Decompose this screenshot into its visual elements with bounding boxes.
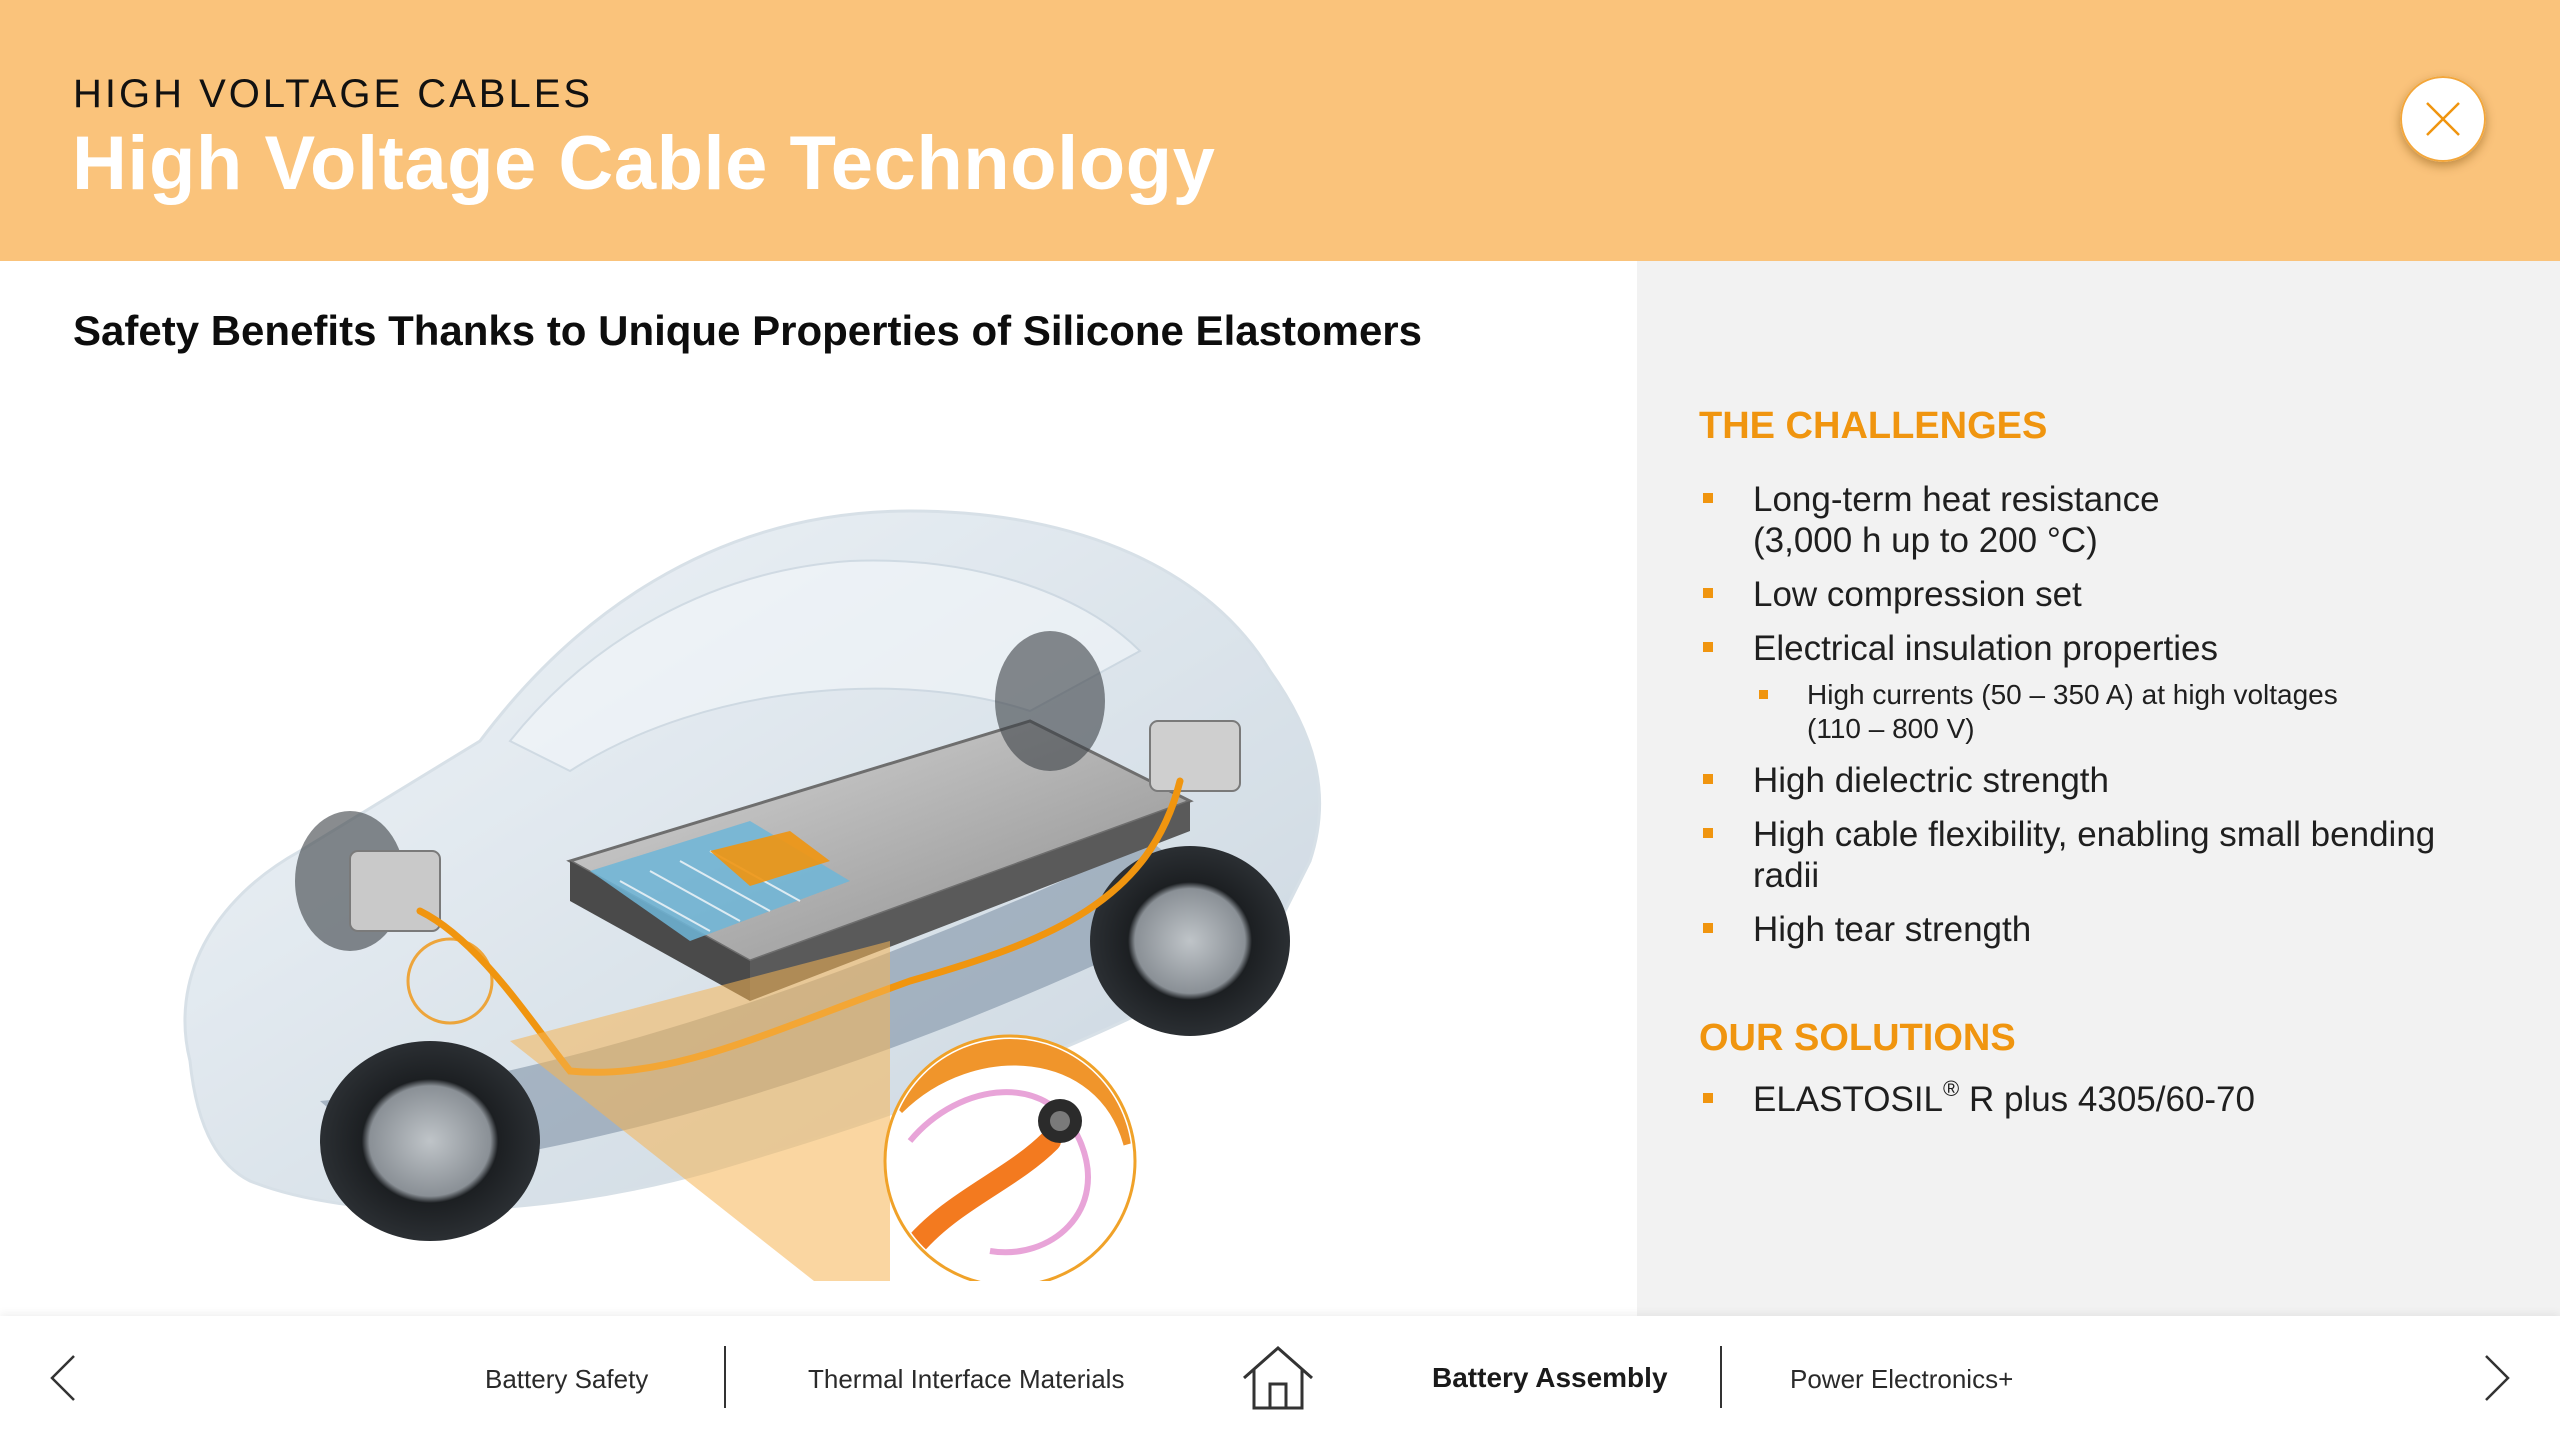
bullet-icon bbox=[1703, 923, 1713, 933]
chevron-left-icon[interactable] bbox=[44, 1350, 84, 1406]
solutions-heading: OUR SOLUTIONS bbox=[1699, 1017, 2016, 1059]
home-icon[interactable] bbox=[1240, 1342, 1316, 1414]
bullet-icon bbox=[1759, 690, 1768, 699]
bullet-icon bbox=[1703, 1093, 1713, 1103]
chevron-right-icon[interactable] bbox=[2476, 1350, 2516, 1406]
list-item: ELASTOSIL® R plus 4305/60-70 bbox=[1699, 1078, 2499, 1120]
car-battery-cable-illustration bbox=[183, 509, 1322, 1281]
close-button[interactable] bbox=[2400, 76, 2486, 162]
header-bar: HIGH VOLTAGE CABLES High Voltage Cable T… bbox=[0, 0, 2560, 261]
nav-item-thermal-interface-materials[interactable]: Thermal Interface Materials bbox=[808, 1364, 1125, 1394]
bullet-icon bbox=[1703, 828, 1713, 838]
bottom-navigation: Battery Safety Thermal Interface Materia… bbox=[0, 1316, 2560, 1440]
challenges-list: Long-term heat resistance(3,000 h up to … bbox=[1699, 479, 2499, 963]
nav-item-battery-assembly[interactable]: Battery Assembly bbox=[1432, 1362, 1668, 1393]
nav-item-battery-safety[interactable]: Battery Safety bbox=[485, 1364, 649, 1394]
bullet-icon bbox=[1703, 774, 1713, 784]
nav-divider bbox=[724, 1346, 726, 1408]
challenges-heading: THE CHALLENGES bbox=[1699, 405, 2048, 447]
list-subitem: High currents (50 – 350 A) at high volta… bbox=[1699, 678, 2459, 746]
list-item: High dielectric strength bbox=[1699, 760, 2499, 801]
list-item: Long-term heat resistance(3,000 h up to … bbox=[1699, 479, 2499, 561]
info-panel: THE CHALLENGES Long-term heat resistance… bbox=[1637, 261, 2560, 1316]
list-item: Electrical insulation properties bbox=[1699, 628, 2499, 669]
bullet-icon bbox=[1703, 493, 1713, 503]
close-icon bbox=[2426, 102, 2460, 136]
nav-divider bbox=[1720, 1346, 1722, 1408]
list-item: Low compression set bbox=[1699, 574, 2499, 615]
page-title: High Voltage Cable Technology bbox=[72, 121, 1216, 206]
list-item: High cable flexibility, enabling small b… bbox=[1699, 814, 2499, 896]
nav-item-power-electronics[interactable]: Power Electronics+ bbox=[1790, 1364, 2014, 1394]
page-eyebrow: HIGH VOLTAGE CABLES bbox=[73, 72, 594, 116]
section-subtitle: Safety Benefits Thanks to Unique Propert… bbox=[73, 307, 1423, 354]
main-content: Safety Benefits Thanks to Unique Propert… bbox=[0, 261, 1637, 1316]
list-item: High tear strength bbox=[1699, 909, 2499, 950]
solutions-list: ELASTOSIL® R plus 4305/60-70 bbox=[1699, 1078, 2499, 1133]
bullet-icon bbox=[1703, 642, 1713, 652]
bullet-icon bbox=[1703, 588, 1713, 598]
